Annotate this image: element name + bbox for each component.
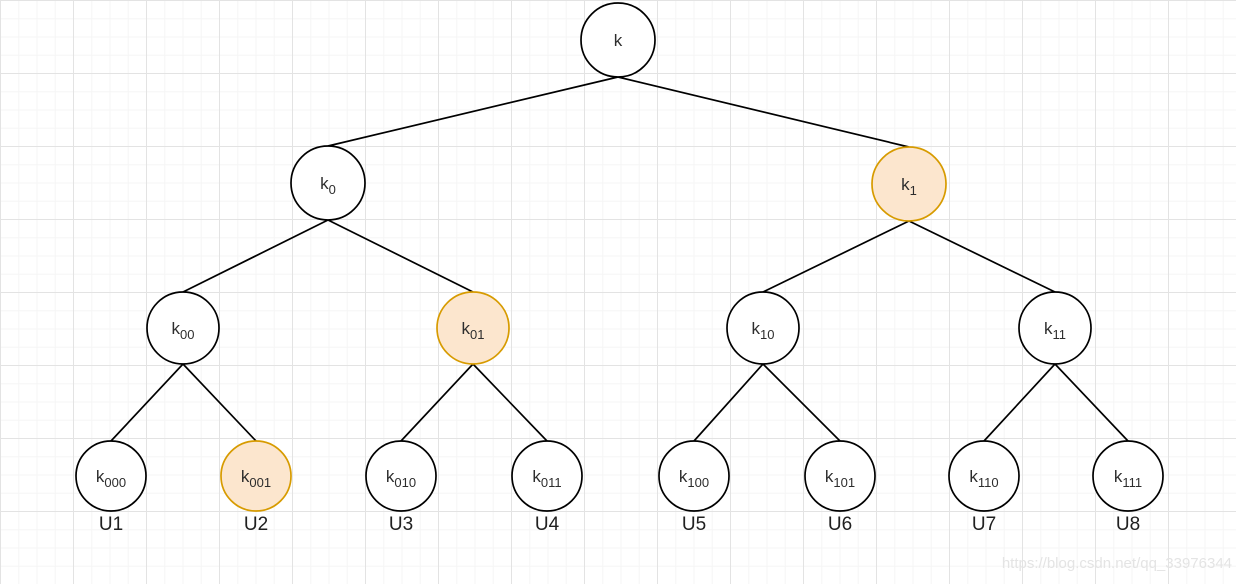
node-k111: k111: [1092, 440, 1164, 512]
user-label-u4: U4: [535, 514, 560, 535]
user-label-u3: U3: [389, 514, 413, 535]
user-label-u1: U1: [99, 514, 123, 535]
node-k011: k011: [511, 440, 583, 512]
node-k101-circle: [804, 440, 876, 512]
user-label-u8: U8: [1116, 514, 1140, 535]
node-k00-circle: [146, 291, 220, 365]
tree-nodes: k k0 k1 k00 k01 k10 k11 k000: [75, 2, 1164, 512]
node-k111-circle: [1092, 440, 1164, 512]
node-k01-circle: [436, 291, 510, 365]
node-k000: k000: [75, 440, 147, 512]
node-k00-label: k00: [172, 319, 195, 342]
node-k11: k11: [1018, 291, 1092, 365]
edge-k00-k001: [182, 363, 257, 442]
node-k00: k00: [146, 291, 220, 365]
node-k001-circle: [220, 440, 292, 512]
node-k-circle: [580, 2, 656, 78]
node-k1-circle: [871, 146, 947, 222]
node-k100: k100: [658, 440, 730, 512]
node-k101: k101: [804, 440, 876, 512]
edge-k11-k110: [983, 363, 1056, 442]
node-k01: k01: [436, 291, 510, 365]
edge-k11-k111: [1054, 363, 1129, 442]
node-k110: k110: [948, 440, 1020, 512]
edge-k10-k101: [762, 363, 841, 442]
node-k110-label: k110: [969, 467, 998, 490]
user-label-u5: U5: [682, 514, 706, 535]
node-k0-label: k0: [320, 174, 336, 197]
node-k000-circle: [75, 440, 147, 512]
node-k: k: [580, 2, 656, 78]
edge-k1-k11: [908, 220, 1056, 293]
node-k010-circle: [365, 440, 437, 512]
node-k110-circle: [948, 440, 1020, 512]
node-k11-circle: [1018, 291, 1092, 365]
node-k011-circle: [511, 440, 583, 512]
edge-k01-k011: [472, 363, 548, 442]
tree-edges: [110, 76, 1129, 442]
watermark: https://blog.csdn.net/qq_33976344: [1002, 555, 1232, 572]
edge-k10-k100: [693, 363, 764, 442]
node-k011-label: k011: [532, 467, 561, 490]
edge-k01-k010: [400, 363, 474, 442]
edge-k0-k01: [327, 219, 474, 293]
node-k100-label: k100: [679, 467, 709, 490]
user-label-u7: U7: [972, 514, 996, 535]
edge-k-k1: [617, 76, 910, 148]
user-label-u6: U6: [828, 514, 852, 535]
node-k1: k1: [871, 146, 947, 222]
node-k000-label: k000: [96, 467, 126, 490]
node-k001-label: k001: [241, 467, 271, 490]
edge-k00-k000: [110, 363, 184, 442]
user-labels: U1 U2 U3 U4 U5 U6 U7 U8: [99, 514, 1140, 535]
node-k10-circle: [726, 291, 800, 365]
edge-k1-k10: [762, 220, 910, 293]
node-k100-circle: [658, 440, 730, 512]
node-k10-label: k10: [752, 319, 775, 342]
node-k0-circle: [290, 145, 366, 221]
node-k101-label: k101: [825, 467, 855, 490]
node-k11-label: k11: [1044, 319, 1066, 342]
node-k-label: k: [614, 31, 623, 50]
user-label-u2: U2: [244, 514, 268, 535]
node-k001: k001: [220, 440, 292, 512]
node-k010: k010: [365, 440, 437, 512]
node-k01-label: k01: [462, 319, 485, 342]
node-k0: k0: [290, 145, 366, 221]
node-k1-label: k1: [901, 175, 917, 198]
node-k010-label: k010: [386, 467, 416, 490]
node-k111-label: k111: [1114, 467, 1142, 490]
edge-k-k0: [327, 76, 619, 147]
node-k10: k10: [726, 291, 800, 365]
edge-k0-k00: [182, 219, 329, 293]
